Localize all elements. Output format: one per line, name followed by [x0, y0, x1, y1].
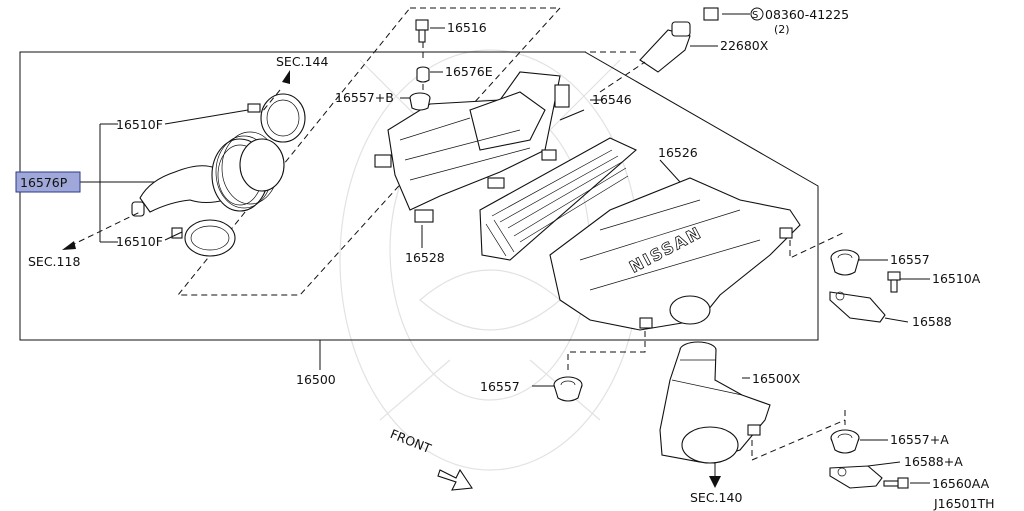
label-16588a[interactable]: 16588+A	[904, 454, 963, 469]
grommet-16557-low[interactable]	[553, 376, 583, 402]
bolt-16510a[interactable]	[887, 271, 901, 293]
bracket-16588[interactable]	[829, 291, 886, 323]
lower-case-16526[interactable]: NISSAN	[549, 177, 801, 331]
leaders-left	[80, 109, 249, 243]
label-16510a[interactable]: 16510A	[932, 271, 981, 286]
label-16557-low[interactable]: 16557	[480, 379, 520, 394]
grommet-a-dash	[751, 410, 846, 461]
sensor-dash	[599, 61, 646, 93]
label-16516[interactable]: 16516	[447, 20, 487, 35]
grommet-right-dash	[789, 231, 846, 259]
arrow-sec118	[62, 241, 76, 250]
diagram-id: J16501TH	[933, 496, 995, 511]
highlight-box	[15, 171, 81, 193]
s-circle-icon	[750, 7, 764, 21]
bolt-16516[interactable]	[415, 19, 429, 43]
bracket-16588a[interactable]	[829, 465, 883, 489]
grommet-low-dash	[567, 330, 646, 370]
label-16588[interactable]: 16588	[912, 314, 952, 329]
front-arrow-icon	[437, 468, 473, 491]
arrow-sec140	[709, 476, 721, 488]
labels: 16576P 16510F 16510F SEC.144 SEC.118 165…	[20, 7, 995, 511]
upper-case-16528[interactable]	[374, 71, 570, 223]
seal-16576e[interactable]	[416, 66, 430, 83]
label-16528[interactable]: 16528	[405, 250, 445, 265]
sensor-22680x[interactable]	[639, 7, 719, 73]
label-sec140[interactable]: SEC.140	[690, 490, 742, 505]
label-08360-qty: (2)	[774, 23, 790, 36]
s-symbol: S	[752, 10, 758, 21]
front-marking: FRONT	[388, 426, 434, 456]
bolt-16560aa[interactable]	[883, 477, 909, 489]
label-16557b[interactable]: 16557+B	[335, 90, 394, 105]
grommet-16557a[interactable]	[830, 429, 860, 454]
clamp-top[interactable]	[247, 93, 306, 143]
label-16557-right[interactable]: 16557	[890, 252, 930, 267]
label-16546[interactable]: 16546	[592, 92, 632, 107]
label-16576e[interactable]: 16576E	[445, 64, 493, 79]
label-sec118[interactable]: SEC.118	[28, 254, 80, 269]
label-16500[interactable]: 16500	[296, 372, 336, 387]
label-16557a[interactable]: 16557+A	[890, 432, 949, 447]
leader-lines	[319, 13, 930, 484]
label-16560aa[interactable]: 16560AA	[932, 476, 990, 491]
arrow-sec144	[282, 70, 290, 84]
assembly-frame	[19, 51, 819, 341]
label-16510f-top[interactable]: 16510F	[116, 117, 163, 132]
label-16526[interactable]: 16526	[658, 145, 698, 160]
label-16510f-bottom[interactable]: 16510F	[116, 234, 163, 249]
duct-16576p[interactable]	[131, 131, 285, 217]
grommet-16557b[interactable]	[409, 92, 431, 111]
label-16576p[interactable]: 16576P	[20, 175, 68, 190]
label-08360-41225[interactable]: 08360-41225	[765, 7, 849, 22]
arrow-sec118-dash	[69, 211, 141, 247]
arrow-sec144-dash	[261, 89, 281, 113]
clamp-bottom[interactable]	[171, 219, 236, 257]
label-sec144[interactable]: SEC.144	[276, 54, 328, 69]
label-16500x[interactable]: 16500X	[752, 371, 801, 386]
label-22680x[interactable]: 22680X	[720, 38, 769, 53]
resonator-16500x[interactable]	[659, 341, 771, 464]
filter-element-16546[interactable]	[479, 137, 638, 261]
grommet-16557-right[interactable]	[830, 249, 860, 276]
